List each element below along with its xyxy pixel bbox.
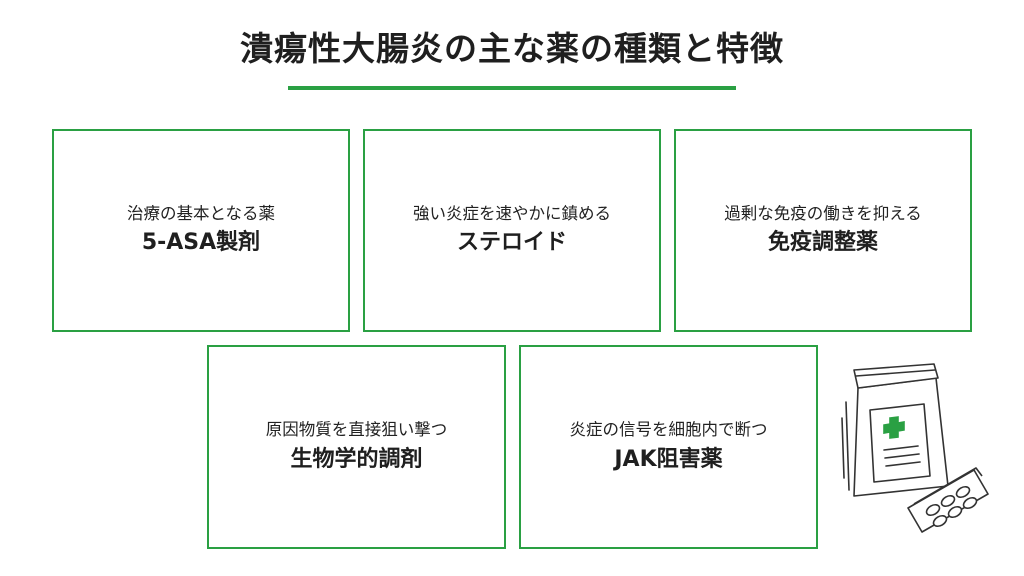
card-steroid: 強い炎症を速やかに鎮める ステロイド: [363, 129, 661, 332]
card-name: 免疫調整薬: [767, 230, 878, 256]
medicine-bag-and-pills-icon: [841, 363, 989, 533]
card-biologic: 原因物質を直接狙い撃つ 生物学的調剤: [207, 345, 506, 549]
card-jak-inhibitor: 炎症の信号を細胞内で断つ JAK阻害薬: [519, 345, 818, 549]
card-subtitle: 強い炎症を速やかに鎮める: [413, 203, 611, 223]
card-name: 5-ASA製剤: [141, 230, 261, 256]
card-5asa: 治療の基本となる薬 5-ASA製剤: [52, 129, 350, 332]
card-subtitle: 治療の基本となる薬: [126, 203, 275, 223]
page-title: 潰瘍性大腸炎の主な薬の種類と特徴: [240, 29, 784, 68]
card-name: JAK阻害薬: [614, 446, 723, 472]
card-subtitle: 炎症の信号を細胞内で断つ: [569, 420, 768, 440]
card-subtitle: 原因物質を直接狙い撃つ: [265, 420, 448, 440]
title-underline: [288, 86, 736, 90]
card-name: ステロイド: [456, 230, 567, 256]
card-immunomodulator: 過剰な免疫の働きを抑える 免疫調整薬: [674, 129, 972, 332]
card-subtitle: 過剰な免疫の働きを抑える: [724, 203, 922, 223]
card-name: 生物学的調剤: [290, 446, 423, 472]
